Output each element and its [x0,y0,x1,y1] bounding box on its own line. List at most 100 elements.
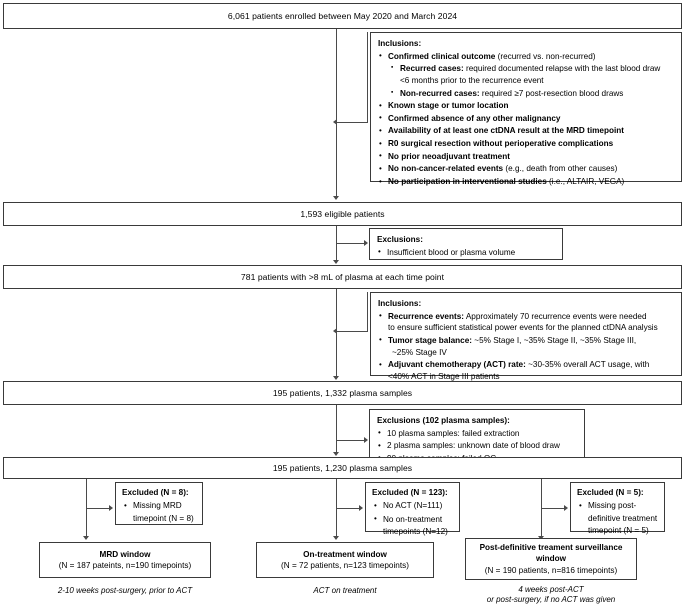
inclusions-1-sub-1: Non-recurred cases: required ≥7 post-res… [378,88,674,100]
sub-cont: <6 months prior to the recurrence event [400,75,544,85]
arrow-down-2 [332,260,339,264]
excluded-list-branch3: Missing post-definitive treatment timepo… [577,500,658,537]
item-rest: ~30-35% overall ACT usage, with [525,360,650,370]
arrow-down-3 [332,376,339,380]
connector-branch-incl1 [336,122,368,124]
item-bold: Tumor stage balance: [388,335,473,345]
arrow-right-branch3-excl [564,504,568,511]
exclusions-1-list: Insufficient blood or plasma volume [377,246,555,259]
inclusions-1-item-1: Known stage or tumor location [378,100,674,112]
exclusions-2-item-0: 10 plasma samples: failed extraction [377,427,577,440]
outcome-box-mrd-window: MRD window (N = 187 pateints, n=190 time… [39,542,211,578]
outcome-detail-ontreatment: (N = 72 patients, n=123 timepoints) [281,561,409,570]
arrow-down-4 [332,452,339,456]
inclusions-2-header: Inclusions: [378,299,422,308]
arrow-down-1 [332,196,339,200]
caption-postdefinitive-window: 4 weeks post-ACT or post-surgery, if no … [455,585,647,606]
excluded-list-branch2: No ACT (N=111) No on-treatment timepoint… [372,500,453,538]
caption-mrd-window: 2-10 weeks post-surgery, prior to ACT [29,586,221,596]
item-rest: Approximately 70 recurrence events were … [464,311,647,321]
arrow-right-branch2-excl [359,504,363,511]
connector-branch2-excl [336,508,361,510]
stage-label-eligible: 1,593 eligible patients [300,209,385,219]
inclusions-2-list: Recurrence events: Approximately 70 recu… [378,310,674,383]
excluded-header-branch3: Excluded (N = 5): [577,488,644,497]
item-rest: (recurred vs. non-recurred) [495,51,596,61]
excluded-box-branch2: Excluded (N = 123): No ACT (N=111) No on… [365,482,460,536]
connector-trunk-1 [336,29,338,197]
item-bold: Recurrence events: [388,311,464,321]
inclusions-1-header: Inclusions: [378,39,422,48]
caption-ontreatment-window: ACT on treatment [256,586,434,596]
caption-line-1: ACT on treatment [313,586,377,595]
stage-box-samples-1332: 195 patients, 1,332 plasma samples [3,381,682,405]
outcome-box-ontreatment-window: On-treatment window (N = 72 patients, n=… [256,542,434,578]
item-bold: Adjuvant chemotherapy (ACT) rate: [388,360,526,370]
excluded-header-branch1: Excluded (N = 8): [122,488,189,497]
connector-branch-excl2 [336,440,366,442]
outcome-title-postdefinitive: Post-definitive treament surveillance wi… [479,543,623,564]
exclusions-2-header: Exclusions (102 plasma samples): [377,416,510,425]
item-bold: No prior neoadjuvant treatment [388,151,510,161]
item-bold: No non-cancer-related events [388,164,504,174]
connector-branch-incl2 [336,331,368,333]
excluded-item-branch2-1: No on-treatment timepoints (N=12) [372,513,453,539]
item-bold: Confirmed absence of any other malignanc… [388,113,561,123]
excluded-box-branch1: Excluded (N = 8): Missing MRD timepoint … [115,482,203,525]
sub-rest: required documented relapse with the las… [463,64,661,74]
outcome-title-mrd: MRD window [99,549,151,559]
exclusions-panel-1: Exclusions: Insufficient blood or plasma… [369,228,563,260]
connector-trunk-4 [336,405,338,453]
inclusions-1-item-0: Confirmed clinical outcome (recurred vs.… [378,50,674,63]
stage-label-enrolled: 6,061 patients enrolled between May 2020… [227,11,458,21]
sub-bold: Recurred cases: [400,64,464,74]
inclusions-1-sub-0: Recurred cases: required documented rela… [378,63,674,86]
arrow-left-incl2 [333,327,337,334]
item-cont: ~25% Stage IV [392,347,447,357]
item-cont: <40% ACT in Stage III patients [388,371,500,381]
sub-rest: required ≥7 post-resection blood draws [479,88,624,98]
connector-branch-excl1 [336,243,366,245]
item-bold: Known stage [388,101,439,111]
excluded-item-branch1-0: Missing MRD timepoint (N = 8) [122,500,196,525]
exclusions-1-header: Exclusions: [377,235,423,244]
arrow-down-branch1 [82,536,89,540]
outcome-title-ontreatment: On-treatment window [303,549,387,559]
stage-box-samples-1230: 195 patients, 1,230 plasma samples [3,457,682,479]
stage-label-plasma-volume: 781 patients with >8 mL of plasma at eac… [240,272,445,282]
item-rest: (i.e., ALTAIR, VEGA) [546,177,625,187]
exclusions-1-item-0: Insufficient blood or plasma volume [377,246,555,259]
stage-box-eligible: 1,593 eligible patients [3,202,682,226]
excluded-item-branch3-0: Missing post-definitive treatment timepo… [577,500,658,537]
inclusions-1-item-3: Availability of at least one ctDNA resul… [378,125,674,137]
inclusions-2-item-2: Adjuvant chemotherapy (ACT) rate: ~30-35… [378,359,674,382]
arrow-right-branch1-excl [109,504,113,511]
arrow-right-excl2 [364,436,368,443]
excluded-item-branch2-0: No ACT (N=111) [372,500,453,512]
item-rest: (e.g., death from other causes) [503,164,618,174]
outcome-detail-postdefinitive: (N = 190 patients, n=816 timepoints) [484,565,618,575]
outcome-detail-mrd: (N = 187 pateints, n=190 timepoints) [58,561,192,570]
caption-line-2: or post-surgery, if no ACT was given [486,595,616,605]
excluded-header-branch2: Excluded (N = 123): [372,488,448,497]
sub-bold: Non-recurred cases: [400,88,480,98]
item-bold: R0 surgical resection without perioperat… [388,139,614,149]
stage-label-samples-1332: 195 patients, 1,332 plasma samples [272,388,413,398]
excluded-list-branch1: Missing MRD timepoint (N = 8) [122,500,196,525]
inclusions-1-item-7: No participation in interventional studi… [378,176,674,188]
item-cont: to ensure sufficient statistical power e… [388,323,658,333]
stage-box-plasma-volume: 781 patients with >8 mL of plasma at eac… [3,265,682,289]
item-bold: Availability of at least one ctDNA resul… [388,126,624,136]
inclusions-1-item-2: Confirmed absence of any other malignanc… [378,112,674,125]
inclusions-panel-2: Inclusions: Recurrence events: Approxima… [370,292,682,381]
inclusions-panel-1: Inclusions: Confirmed clinical outcome (… [370,32,682,187]
excluded-box-branch3: Excluded (N = 5): Missing post-definitiv… [570,482,665,535]
stage-box-enrolled: 6,061 patients enrolled between May 2020… [3,3,682,29]
inclusions-1-item-5: No prior neoadjuvant treatment [378,150,674,163]
outcome-box-postdefinitive-window: Post-definitive treament surveillance wi… [465,538,637,580]
exclusions-2-item-1: 2 plasma samples: unknown date of blood … [377,440,577,452]
stage-label-samples-1230: 195 patients, 1,230 plasma samples [272,463,413,473]
connector-incl1-stub [367,32,369,122]
inclusions-2-item-1: Tumor stage balance: ~5% Stage I, ~35% S… [378,334,674,358]
